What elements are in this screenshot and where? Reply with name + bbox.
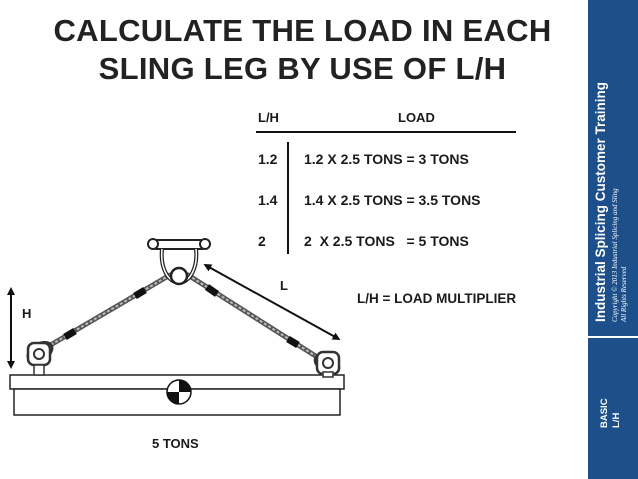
center-of-gravity-icon — [166, 379, 192, 405]
height-label: H — [22, 306, 32, 321]
length-label: L — [280, 278, 288, 293]
table-header-load: LOAD — [398, 110, 435, 125]
sidebar-copyright-line-2: All Rights Reserved — [620, 266, 628, 322]
right-lift-eye — [315, 350, 341, 378]
sidebar-divider — [588, 336, 638, 338]
table-row-1-lh: 1.2 — [258, 151, 278, 167]
sidebar-section-line-2: L/H — [611, 412, 622, 428]
sling-diagram — [7, 238, 345, 416]
shackle-icon — [147, 238, 211, 286]
sidebar-copyright-line-1: Copyright © 2013 Industrial Splicing and… — [611, 188, 619, 322]
table-row-3-lh: 2 — [258, 233, 266, 249]
table-row-3-load: 2 X 2.5 TONS = 5 TONS — [304, 233, 469, 249]
length-dimension-arrow — [203, 264, 341, 340]
table-row-2-lh: 1.4 — [258, 192, 278, 208]
slide-title: CALCULATE THE LOAD IN EACH SLING LEG BY … — [30, 12, 575, 88]
table-row-1-load: 1.2 X 2.5 TONS = 3 TONS — [304, 151, 469, 167]
load-multiplier-formula: L/H = LOAD MULTIPLIER — [357, 291, 517, 306]
sidebar-section-line-1: BASIC — [599, 398, 610, 428]
sidebar-section: BASIC L/H — [599, 398, 623, 428]
title-line-2: SLING LEG BY USE OF L/H — [98, 51, 507, 86]
sidebar: Industrial Splicing Customer Training Co… — [588, 0, 638, 479]
sidebar-company-name: Industrial Splicing Customer Training — [593, 81, 608, 322]
table-column-rule — [287, 142, 289, 254]
table-header-rule — [256, 131, 516, 133]
left-lift-eye — [26, 341, 52, 376]
load-weight-label: 5 TONS — [152, 436, 199, 451]
table-header-lh: L/H — [258, 110, 279, 125]
table-row-2-load: 1.4 X 2.5 TONS = 3.5 TONS — [304, 192, 481, 208]
sidebar-copyright: Copyright © 2013 Industrial Splicing and… — [611, 188, 629, 322]
title-line-1: CALCULATE THE LOAD IN EACH — [53, 13, 552, 48]
